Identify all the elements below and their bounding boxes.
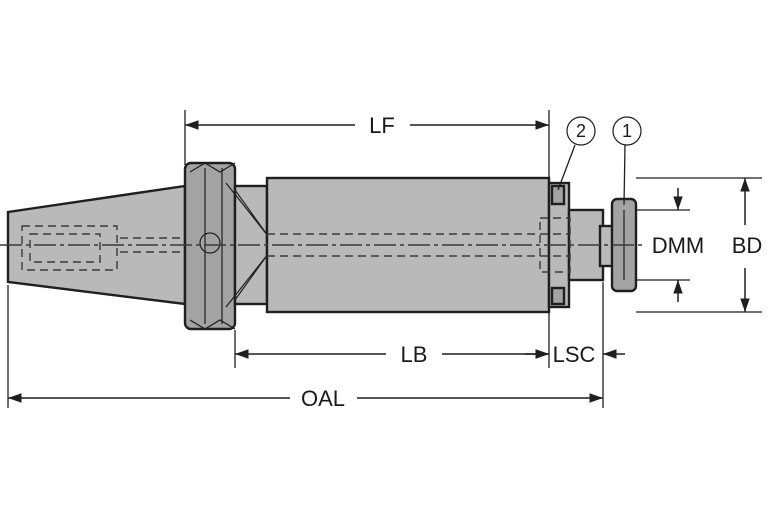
bd-label: BD [732,233,763,258]
callout-2-label: 2 [576,121,586,141]
tool-holder [0,161,645,331]
coolant-channel [225,182,269,308]
extension-lines [7,110,762,408]
lb-label: LB [401,342,428,367]
flange [183,161,237,331]
callout-2: 2 [557,116,596,191]
retention-bore-inner-hidden [29,233,101,263]
set-screw-lower [550,286,566,306]
retention-bore-hidden [21,225,118,271]
callout-1: 1 [612,116,642,206]
oal-label: OAL [301,386,345,411]
flange-groove-top [189,162,236,173]
flange-groove-bottom [189,319,236,330]
dmm-label: DMM [652,233,705,258]
callout-1-label: 1 [622,121,632,141]
set-screw [550,184,566,206]
orientation-notch [199,232,221,254]
dimension-lines [8,120,750,403]
lf-label: LF [369,113,395,138]
lsc-label: LSC [553,342,596,367]
